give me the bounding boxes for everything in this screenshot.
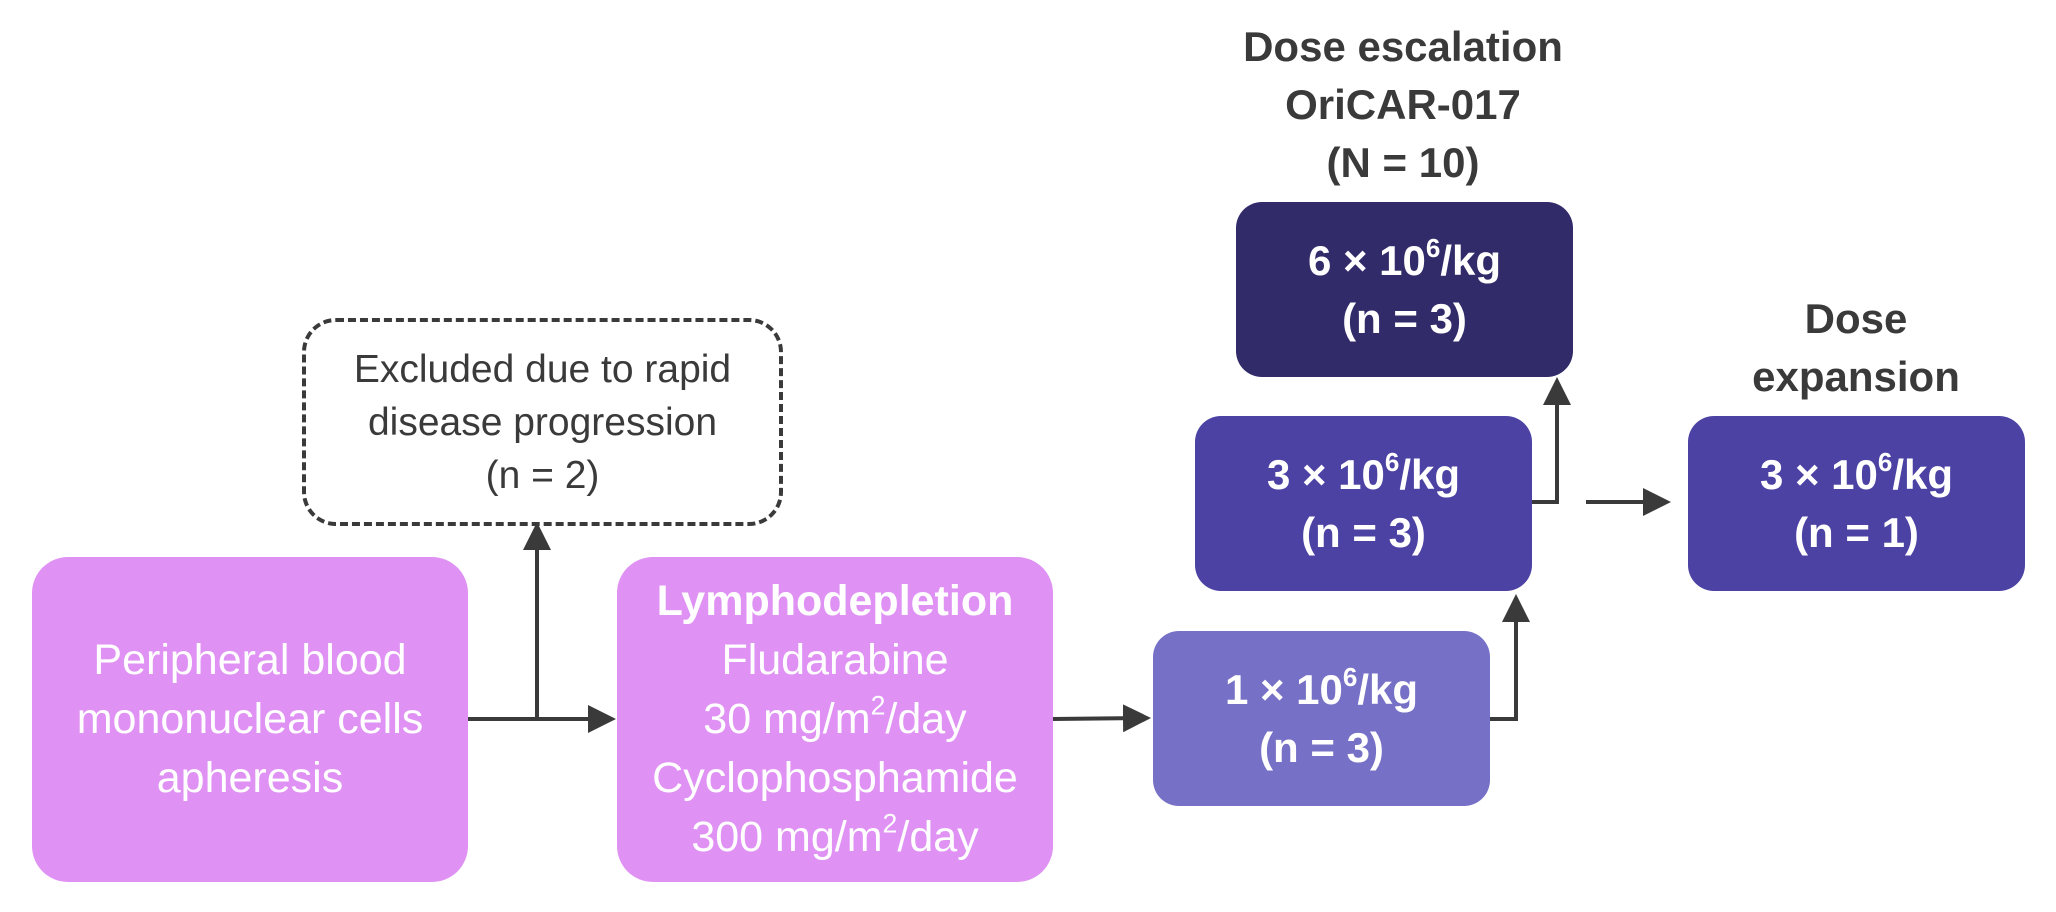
text-segment: 6 × 10 [1308,237,1426,284]
text-segment: 30 mg/m [703,695,870,743]
dose-expansion-line-1: Dose [1688,290,2024,348]
text-segment: 3 × 10 [1760,451,1878,498]
pbmc-line-1: Peripheral blood [93,631,406,690]
dose-escalation-heading: Dose escalation OriCAR-017 (N = 10) [1203,18,1603,192]
dose-level-1-box: 1 × 106/kg (n = 3) [1153,631,1490,806]
text-segment: /kg [1357,666,1418,713]
exponent: 6 [1343,661,1357,691]
text-segment: 3 × 10 [1267,451,1385,498]
text-segment: /day [885,695,966,743]
dose-level-1-value: 1 × 106/kg [1225,661,1418,719]
exponent: 6 [1878,446,1892,476]
dose-expansion-heading: Dose expansion [1688,290,2024,406]
text-segment: /kg [1892,451,1953,498]
excluded-box: Excluded due to rapid disease progressio… [302,318,783,526]
text-segment: /day [897,813,978,861]
excluded-line-3: (n = 2) [486,449,600,502]
lymphodepletion-title: Lymphodepletion [657,572,1014,631]
text-segment: /kg [1399,451,1460,498]
dose-escalation-line-3: (N = 10) [1203,134,1603,192]
text-segment: /kg [1440,237,1501,284]
exponent: 6 [1385,446,1399,476]
dose-level-1-n: (n = 3) [1259,719,1384,777]
dose-level-2-box: 3 × 106/kg (n = 3) [1195,416,1532,591]
excluded-line-2: disease progression [368,396,717,449]
text-segment: 300 mg/m [691,813,882,861]
cyclophosphamide-dose: 300 mg/m2/day [691,808,978,867]
fludarabine-label: Fludarabine [721,631,948,690]
cyclophosphamide-label: Cyclophosphamide [652,749,1018,808]
pbmc-line-3: apheresis [157,749,343,808]
dose-expansion-line-2: expansion [1688,348,2024,406]
dose-expansion-value: 3 × 106/kg [1760,446,1953,504]
dose-expansion-box: 3 × 106/kg (n = 1) [1688,416,2025,591]
dose-expansion-n: (n = 1) [1794,504,1919,562]
lymphodepletion-box: Lymphodepletion Fludarabine 30 mg/m2/day… [617,557,1053,882]
dose-level-2-n: (n = 3) [1301,504,1426,562]
dose-level-3-n: (n = 3) [1342,290,1467,348]
excluded-line-1: Excluded due to rapid [354,343,731,396]
exponent: 6 [1426,232,1440,262]
arrow-dose1-to-dose2 [1490,598,1516,719]
dose-escalation-line-1: Dose escalation [1203,18,1603,76]
dose-escalation-line-2: OriCAR-017 [1203,76,1603,134]
arrow-lymphodepletion-to-dose1 [1052,718,1147,719]
arrow-dose2-to-dose3 [1532,381,1557,502]
pbmc-line-2: mononuclear cells [77,690,424,749]
dose-level-3-value: 6 × 106/kg [1308,232,1501,290]
exponent: 2 [883,808,898,838]
dose-level-3-box: 6 × 106/kg (n = 3) [1236,202,1573,377]
text-segment: 1 × 10 [1225,666,1343,713]
exponent: 2 [871,690,886,720]
dose-level-2-value: 3 × 106/kg [1267,446,1460,504]
pbmc-apheresis-box: Peripheral blood mononuclear cells apher… [32,557,468,882]
fludarabine-dose: 30 mg/m2/day [703,690,966,749]
